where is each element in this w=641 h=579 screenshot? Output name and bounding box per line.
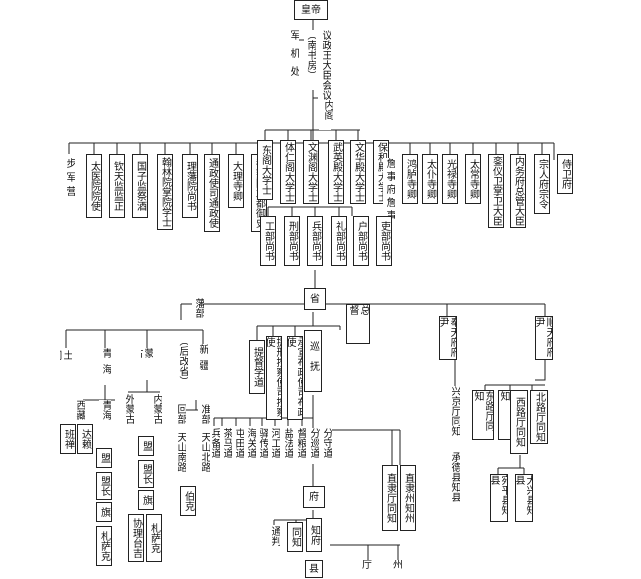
gs-tirenge: 体仁阁大学士: [280, 140, 296, 204]
nanshufang-label: （南书房）: [304, 30, 316, 90]
office-luanyiwei: 銮仪卫掌卫大臣: [488, 154, 504, 228]
neimenggu-label: 内蒙古: [150, 394, 162, 430]
ting-label: 厅: [362, 560, 376, 574]
circuit-yichuan: 驿传道: [256, 428, 268, 464]
xinjiang-label: 新疆: [196, 344, 208, 380]
circuit-tuntian: 屯田道: [232, 428, 244, 464]
minister-gongbu: 工部尚书: [260, 216, 276, 266]
zhunbu-label: 准部: [198, 404, 210, 428]
minister-hubu: 户部尚书: [353, 216, 369, 266]
circuit-chama: 茶马道: [220, 428, 232, 464]
wanping-box: 宛平县知县: [490, 474, 508, 522]
office-taipusi: 太仆寺卿: [422, 154, 438, 204]
menggu-label: 蒙古: [141, 348, 153, 378]
office-dalisi: 大理寺卿: [228, 154, 244, 208]
xieli-box: 协理台吉: [128, 514, 144, 562]
zhiliting-box: 直隶厅同知: [382, 465, 398, 531]
office-shiweifu: 侍卫府: [557, 154, 573, 194]
minister-libu-personnel: 吏部尚书: [376, 216, 392, 266]
office-qintianjian: 钦天监监正: [109, 154, 125, 218]
office-neiwufu: 内务府总管大臣: [510, 154, 526, 228]
banchan-box: 班禅: [60, 424, 76, 454]
circuit-fenxun: 分巡道: [307, 428, 319, 464]
qi2-box: 旗: [138, 490, 154, 510]
huibu-label: 回部: [174, 404, 186, 428]
circuit-duliang: 督粮道: [294, 428, 306, 464]
tianshan-nan-label: 天山南路: [174, 432, 186, 480]
minister-xingbu: 刑部尚书: [284, 216, 300, 266]
province-box: 省: [304, 288, 326, 310]
zhilizhou-box: 直隶州知州: [400, 465, 416, 531]
tongpan-label: 通判: [268, 526, 280, 550]
gs-dongge: 东阁大学士: [257, 140, 273, 200]
zhasake-box: 札萨克: [96, 526, 112, 566]
circuit-yanfa: 盐法道: [281, 428, 293, 464]
junjichu-label: 军机处: [287, 30, 299, 90]
neige-label: 内阁: [321, 100, 333, 124]
tusi-label: 土司: [60, 350, 72, 380]
buzhengshi-box: 承宣布政使司布政使: [287, 336, 303, 420]
daxing-box: 大兴县知县: [515, 474, 533, 522]
zhifu-box: 知府: [306, 518, 322, 552]
minister-bingbu: 兵部尚书: [307, 216, 323, 266]
zhou-label: 州: [393, 560, 407, 574]
tianshan-bei-label: 天山北路: [198, 432, 210, 480]
xingjing-label: 兴京厅同知: [448, 386, 460, 440]
xiluting-box: 西路厅同知: [510, 390, 528, 454]
mengzhang2-box: 盟长: [138, 460, 154, 488]
circuit-bingbei: 兵备道: [208, 428, 220, 464]
viceroy-box: 总督: [346, 304, 370, 344]
mengzhang-box: 盟长: [96, 472, 112, 500]
tongzhi-box: 同知: [287, 522, 303, 552]
qinghai-label-2: 青海: [99, 400, 111, 424]
office-taichangsi: 太常寺卿: [465, 154, 481, 204]
fanbu-label: 藩部: [192, 298, 204, 322]
office-guanglusi: 光禄寺卿: [442, 154, 458, 204]
xian-box: 县: [305, 560, 323, 578]
minister-libu-rites: 礼部尚书: [331, 216, 347, 266]
fengtian-box: 奉天府府尹: [439, 316, 457, 360]
anchashi-box: 提刑按察使司按察使: [266, 336, 282, 420]
zhasake2-box: 札萨克: [146, 514, 162, 562]
office-taiyiyuan: 太医院院使: [86, 154, 102, 218]
chengde-label: 承德县知县: [448, 452, 460, 506]
qi-box: 旗: [96, 502, 112, 522]
office-guozijian: 国子监祭酒: [132, 154, 148, 218]
boke-box: 伯克: [180, 486, 196, 516]
meng-box: 盟: [96, 448, 112, 468]
gs-wenhuadian: 文华殿大学士: [350, 140, 366, 204]
xizang-qinghai-label: 西藏: [73, 400, 85, 424]
beiluting-box: 北路厅同知: [530, 390, 548, 444]
circuit-hegong: 河工道: [268, 428, 280, 464]
office-zhanshifu: 詹事府詹事: [383, 158, 395, 228]
circuit-fenshou: 分守道: [320, 428, 332, 464]
gs-wuyingdian: 武英殿大学士: [328, 140, 344, 204]
gaisheng-label: （后改省）: [176, 336, 188, 400]
office-honglusi: 鸿胪寺卿: [402, 154, 418, 204]
dongluting-box: 东路厅同知: [472, 390, 494, 440]
office-hanlinyuan: 翰林院掌院学士: [157, 154, 173, 230]
meng2-box: 盟: [138, 436, 154, 456]
waimenggu-label: 外蒙古: [122, 394, 134, 430]
office-bujunying: 步军营: [63, 158, 75, 208]
tidu-box: 提督学道: [249, 340, 265, 394]
governor-box: 巡抚: [304, 330, 322, 392]
office-tongzhengsi: 通政使司通政使: [204, 154, 220, 232]
circuit-haiguan: 海关道: [244, 428, 256, 464]
office-lifanyuan: 理藩院尚书: [182, 154, 198, 218]
fu-box: 府: [303, 486, 325, 508]
shuntian-box: 顺天府府尹: [535, 316, 553, 360]
emperor-box: 皇帝: [294, 0, 328, 20]
dalai-box: 达赖: [77, 424, 93, 454]
gs-wenyuange: 文渊阁大学士: [303, 140, 319, 204]
office-zongrenfu: 宗人府宗令: [534, 154, 550, 214]
qinghai-label: 青海: [99, 348, 111, 384]
